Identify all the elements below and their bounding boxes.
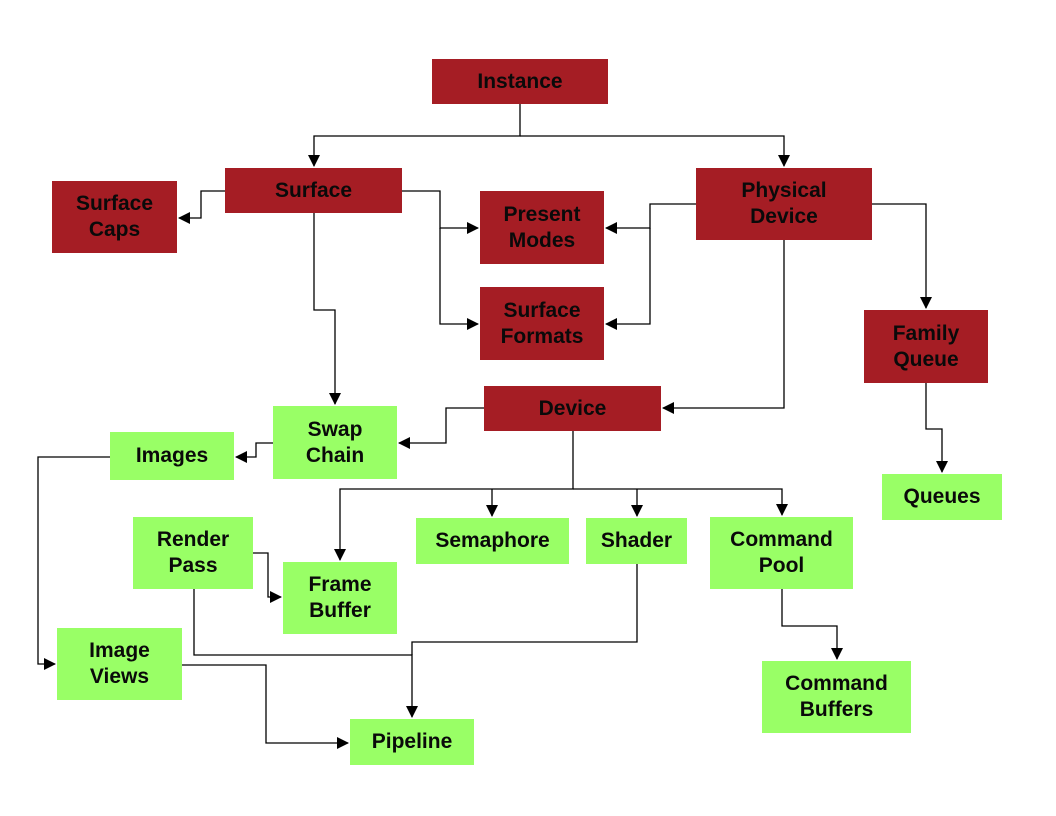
edge-surface-to-swap-chain xyxy=(313,213,341,405)
edge-command-pool-to-command-buffers xyxy=(781,589,843,660)
edge-swap-chain-to-images xyxy=(235,442,273,463)
edge-device-to-command-pool xyxy=(573,488,788,516)
node-images: Images xyxy=(110,432,234,480)
edge-device-to-swap-chain xyxy=(398,407,484,449)
edge-render-pass-to-pipeline xyxy=(193,589,418,718)
node-shader: Shader xyxy=(586,518,687,564)
node-surface-formats: Surface Formats xyxy=(480,287,604,360)
edge-family-queue-to-queues xyxy=(925,383,948,473)
edge-images-to-image-views xyxy=(37,456,110,670)
edge-render-pass-to-frame-buffer xyxy=(253,552,282,603)
node-surface-caps: Surface Caps xyxy=(52,181,177,253)
node-device: Device xyxy=(484,386,661,431)
node-render-pass: Render Pass xyxy=(133,517,253,589)
edge-surface-to-present-modes xyxy=(402,190,479,234)
node-present-modes: Present Modes xyxy=(480,191,604,264)
edge-physical-device-to-device xyxy=(662,240,785,414)
node-pipeline: Pipeline xyxy=(350,719,474,765)
node-family-queue: Family Queue xyxy=(864,310,988,383)
edge-surface-to-surface-caps xyxy=(178,190,225,224)
edge-instance-to-surface xyxy=(308,104,521,167)
edge-instance-to-physical-device xyxy=(520,135,790,167)
node-frame-buffer: Frame Buffer xyxy=(283,562,397,634)
node-swap-chain: Swap Chain xyxy=(273,406,397,479)
edge-physical-device-to-surface-formats xyxy=(605,228,651,330)
edge-surface-to-surface-formats xyxy=(439,228,479,330)
node-command-pool: Command Pool xyxy=(710,517,853,589)
edge-shader-to-pipeline xyxy=(411,564,638,655)
node-physical-device: Physical Device xyxy=(696,168,872,240)
node-instance: Instance xyxy=(432,59,608,104)
edge-image-views-to-pipeline xyxy=(182,664,349,749)
edge-physical-device-to-family-queue xyxy=(872,203,932,309)
node-command-buffers: Command Buffers xyxy=(762,661,911,733)
node-semaphore: Semaphore xyxy=(416,518,569,564)
node-image-views: Image Views xyxy=(57,628,182,700)
node-surface: Surface xyxy=(225,168,402,213)
node-queues: Queues xyxy=(882,474,1002,520)
edge-device-to-frame-buffer xyxy=(334,431,574,561)
edge-physical-device-to-present-modes xyxy=(605,203,696,234)
